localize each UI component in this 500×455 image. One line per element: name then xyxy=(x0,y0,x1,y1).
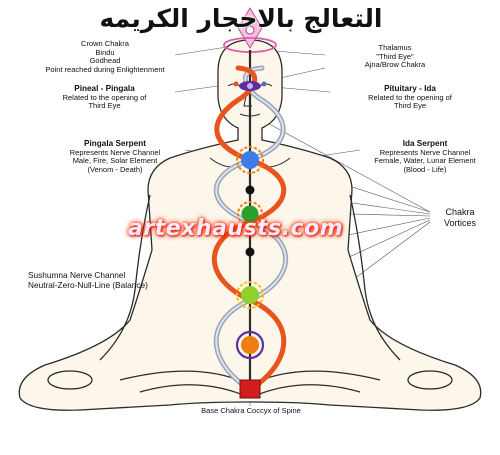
pineal-pingala-label: Pineal - Pingala Related to the opening … xyxy=(62,84,147,111)
thalamus-label: Thalamus "Third Eye" Ajna/Brow Chakra xyxy=(364,43,426,70)
spine-node-1 xyxy=(245,185,255,195)
third-eye-chakra xyxy=(239,81,261,91)
root-chakra xyxy=(239,379,261,399)
crown-chakra-label: Crown Chakra Bindu Godhead Point reached… xyxy=(45,39,165,74)
pingala-serpent-label: Pingala Serpent Represents Nerve Channel… xyxy=(69,139,161,174)
pingala-serpent xyxy=(211,65,287,393)
spine-node-2 xyxy=(245,247,255,257)
pineal-point xyxy=(233,81,239,87)
watermark: artexhausts.com xyxy=(128,216,344,241)
chakra-vortices-label: Chakra Vortices xyxy=(443,207,476,228)
throat-chakra xyxy=(236,146,264,174)
sacral-chakra xyxy=(235,330,265,360)
pituitary-point xyxy=(261,81,267,87)
solar-plexus-chakra xyxy=(236,281,264,309)
page-title: التعالج بالاحجار الكريمه xyxy=(99,4,383,33)
pituitary-ida-label: Pituitary - Ida Related to the opening o… xyxy=(368,84,452,111)
base-chakra-label: Base Chakra Coccyx of Spine xyxy=(201,406,301,415)
chakra-markers xyxy=(235,81,265,399)
sushumna-label: Sushumna Nerve Channel Neutral-Zero-Null… xyxy=(28,270,148,290)
heart-chakra xyxy=(237,201,263,227)
ida-serpent-label: Ida Serpent Represents Nerve Channel Fem… xyxy=(374,139,476,174)
